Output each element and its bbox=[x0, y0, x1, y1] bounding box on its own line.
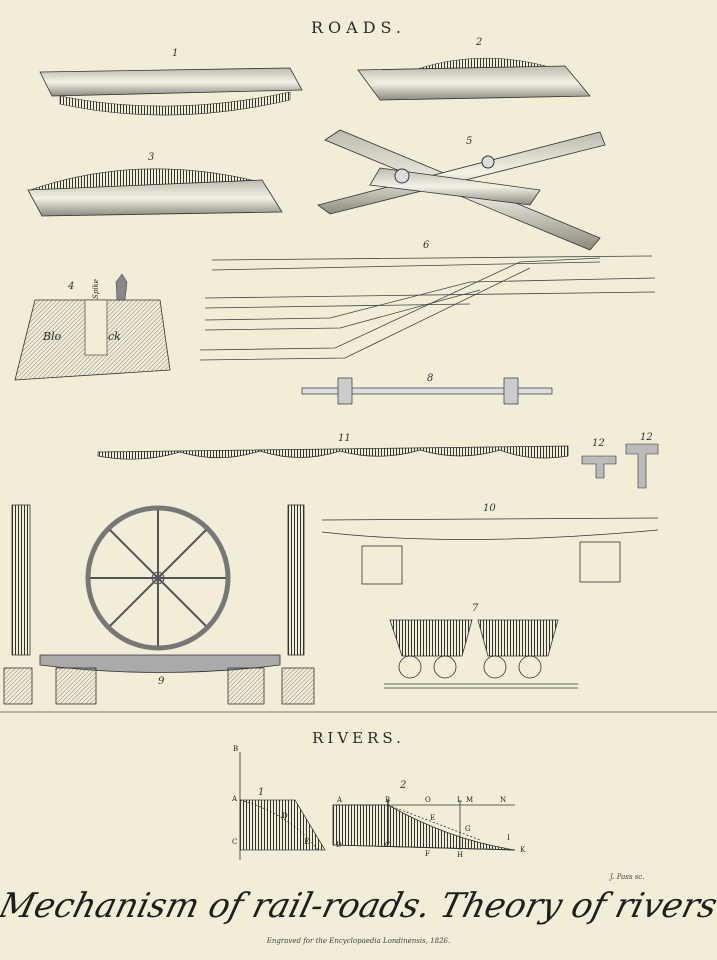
river-figure-1 bbox=[239, 752, 326, 860]
figure-2-number: 2 bbox=[476, 37, 483, 48]
figure-1-rail bbox=[39, 67, 303, 116]
figure-6-track-plan bbox=[199, 255, 656, 361]
river-2-letter-h: H bbox=[457, 851, 464, 859]
river-2-letter-g: G bbox=[465, 825, 471, 833]
river-1-letter-c: C bbox=[232, 838, 238, 846]
figure-9-wheel-assembly bbox=[3, 504, 315, 705]
figure-4-block bbox=[14, 273, 171, 381]
river-2-letter-k: K bbox=[520, 846, 526, 854]
figure-6-number: 6 bbox=[423, 240, 430, 251]
river-2-letter-l: L bbox=[457, 796, 462, 804]
figure-9-number: 9 bbox=[158, 676, 165, 687]
river-figure-2 bbox=[332, 800, 516, 851]
river-1-letter-b: B bbox=[233, 745, 239, 753]
river-1-letter-d: D bbox=[282, 812, 288, 820]
river-2-letter-m: M bbox=[466, 796, 474, 804]
publication-credit: Engraved for the Encyclopaedia Londinens… bbox=[266, 937, 451, 945]
river-figure-1-number: 1 bbox=[258, 787, 265, 798]
river-1-letter-e: E bbox=[304, 838, 310, 846]
figure-5-number: 5 bbox=[466, 136, 473, 147]
figure-7-coal-wagons bbox=[384, 619, 578, 689]
figure-3-rail bbox=[27, 168, 283, 217]
river-2-letter-o: O bbox=[425, 796, 431, 804]
figure-12a-number: 12 bbox=[592, 438, 605, 449]
figure-3-number: 3 bbox=[148, 152, 155, 163]
river-2-letter-c: C bbox=[385, 841, 391, 849]
figure-5-crossing bbox=[317, 129, 606, 251]
rivers-heading: RIVERS. bbox=[312, 729, 405, 747]
figure-8-chair-rail bbox=[301, 377, 553, 405]
figure-2-rail bbox=[357, 57, 591, 101]
figure-1-number: 1 bbox=[172, 48, 179, 59]
river-2-letter-f: F bbox=[425, 850, 430, 858]
figure-11-fish-belly-rail bbox=[97, 445, 569, 460]
plate-caption: Mechanism of rail-roads. Theory of river… bbox=[0, 886, 717, 926]
engraver-credit: J. Pass sc. bbox=[610, 873, 645, 881]
river-2-letter-i: I bbox=[507, 834, 510, 842]
figure-12-rail-sections bbox=[581, 443, 659, 489]
river-2-letter-a: A bbox=[337, 796, 343, 804]
river-figure-2-number: 2 bbox=[400, 780, 407, 791]
figure-8-number: 8 bbox=[427, 373, 434, 384]
block-label-left: Blo bbox=[43, 330, 62, 343]
roads-heading: ROADS. bbox=[310, 18, 407, 37]
figure-10-number: 10 bbox=[483, 503, 496, 514]
figure-11-number: 11 bbox=[338, 433, 351, 444]
river-2-letter-n: N bbox=[500, 796, 507, 804]
river-2-letter-e: E bbox=[430, 814, 436, 822]
figure-12b-number: 12 bbox=[640, 432, 653, 443]
figure-7-number: 7 bbox=[472, 603, 479, 614]
river-1-letter-a: A bbox=[232, 795, 238, 803]
figure-10-suspended-rail bbox=[321, 517, 659, 585]
river-2-letter-d: D bbox=[336, 841, 342, 849]
block-label-right: ck bbox=[108, 330, 121, 343]
river-2-letter-b: B bbox=[385, 796, 391, 804]
spike-label: Spike bbox=[91, 279, 100, 299]
figure-4-number: 4 bbox=[68, 281, 75, 292]
